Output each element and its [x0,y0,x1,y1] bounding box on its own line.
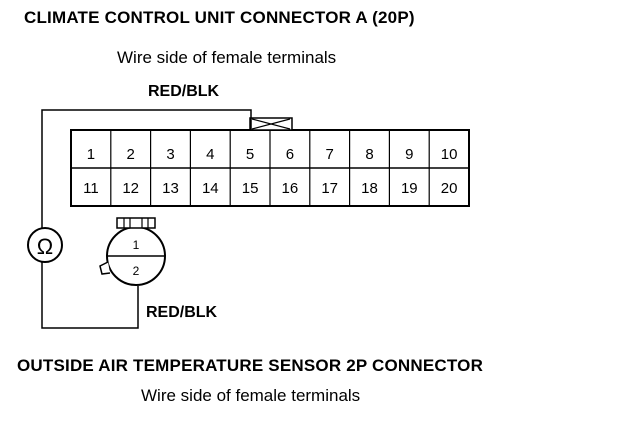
connector-a-latch [249,117,293,131]
connector-a-pin: 3 [166,146,174,163]
sensor-pin-1: 1 [133,238,140,252]
connector-a-cell-dividers [110,130,430,206]
connector-a-pin: 9 [405,146,413,163]
connector-a-subtitle: Wire side of female terminals [117,48,337,67]
sensor-pin-2: 2 [133,264,140,278]
connector-a-pin: 2 [127,146,135,163]
connector-a-pin: 17 [321,180,338,197]
sensor-connector-title: OUTSIDE AIR TEMPERATURE SENSOR 2P CONNEC… [17,356,484,375]
connector-a-pin: 5 [246,146,254,163]
connector-a-pin: 16 [282,180,299,197]
connector-a-pin: 1 [87,146,95,163]
connector-a-pin: 13 [162,180,179,197]
wire-label-bottom: RED/BLK [146,304,218,321]
connector-a-pin: 4 [206,146,214,163]
connector-a-pin: 19 [401,180,418,197]
sensor-connector: 1 2 [99,217,166,286]
connector-a-pin: 10 [441,146,458,163]
sensor-connector-subtitle: Wire side of female terminals [141,386,361,405]
connector-a-pins-row2: 11 12 13 14 15 16 17 18 19 20 [83,180,457,197]
wire-label-top: RED/BLK [148,83,220,100]
sensor-latch [116,217,156,229]
connector-a-title: CLIMATE CONTROL UNIT CONNECTOR A (20P) [24,8,415,27]
ohmmeter-icon: Ω [27,227,63,263]
connector-a-pin: 6 [286,146,294,163]
connector-a-pin: 8 [365,146,373,163]
ohm-symbol: Ω [37,234,53,259]
connector-a-pin: 11 [83,180,99,197]
connector-a-pin: 18 [361,180,378,197]
connector-a-pin: 20 [441,180,458,197]
wire-top-run [41,109,252,228]
connector-a-pin: 14 [202,180,219,197]
connector-a-pin: 12 [122,180,139,197]
sensor-key-notch [99,261,111,275]
connector-a-pin: 15 [242,180,259,197]
connector-a-pin: 7 [326,146,334,163]
wire-bottom-run [41,262,139,329]
connector-a-pins-row1: 1 2 3 4 5 6 7 8 9 10 [87,146,458,163]
